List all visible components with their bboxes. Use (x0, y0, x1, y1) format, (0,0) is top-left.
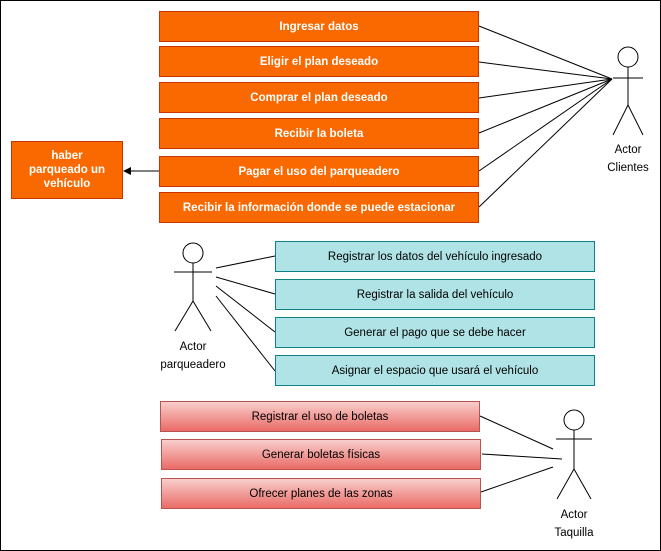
use-case-pagar-parqueadero[interactable]: Pagar el uso del parqueadero (159, 156, 479, 187)
parqueadero-associations (215, 255, 276, 372)
use-case-ofrecer-planes[interactable]: Ofrecer planes de las zonas (161, 478, 481, 509)
clientes-associations (478, 25, 613, 208)
actor-clientes-label: Actor Clientes (596, 141, 660, 177)
use-case-registrar-uso-boletas[interactable]: Registrar el uso de boletas (160, 401, 480, 432)
actor-clientes-figure (612, 46, 644, 136)
actor-parqueadero-label-line2: parqueadero (160, 359, 226, 371)
use-case-registrar-salida[interactable]: Registrar la salida del vehículo (275, 279, 595, 310)
use-case-recibir-boleta[interactable]: Recibir la boleta (159, 118, 479, 149)
actor-parqueadero-figure (174, 242, 212, 332)
use-case-registrar-datos-vehiculo[interactable]: Registrar los datos del vehículo ingresa… (275, 241, 595, 272)
use-case-comprar-plan[interactable]: Comprar el plan deseado (159, 82, 479, 113)
actor-taquilla-figure (556, 409, 592, 500)
actor-clientes-label-line1: Actor (614, 144, 642, 156)
use-case-ingresar-datos[interactable]: Ingresar datos (159, 11, 479, 42)
use-case-asignar-espacio[interactable]: Asignar el espacio que usará el vehículo (275, 355, 595, 386)
use-case-generar-boletas-fisicas[interactable]: Generar boletas físicas (161, 439, 481, 470)
actor-taquilla-label-line2: Taquilla (554, 527, 594, 539)
actor-taquilla-label-line1: Actor (560, 509, 588, 521)
use-case-generar-pago[interactable]: Generar el pago que se debe hacer (275, 317, 595, 348)
use-case-recibir-informacion[interactable]: Recibir la información donde se puede es… (159, 192, 479, 223)
actor-clientes-label-line2: Clientes (607, 162, 649, 174)
actor-taquilla-label: Actor Taquilla (542, 506, 606, 542)
actor-parqueadero-label: Actor parqueadero (153, 338, 233, 374)
actor-parqueadero-label-line1: Actor (179, 341, 207, 353)
taquilla-associations (479, 415, 563, 493)
use-case-eligir-plan[interactable]: Eligir el plan deseado (159, 46, 479, 77)
result-box[interactable]: haber parqueado un vehículo (11, 141, 123, 199)
